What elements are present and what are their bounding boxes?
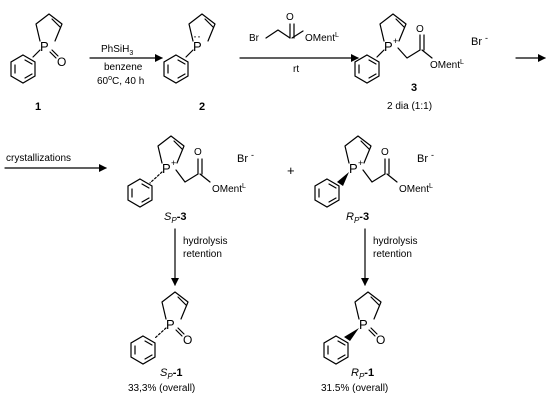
diastereomer-note: 2 dia (1:1) — [387, 101, 432, 112]
crystallization-arrow: crystallizations — [4, 153, 107, 172]
phosphorus-atom: P — [384, 39, 393, 54]
oxygen-atom: O — [57, 55, 66, 69]
reagent-ester: OMentL — [305, 32, 339, 44]
compound-rp-1-label: RP-1 — [351, 367, 374, 381]
hydrolysis-arrow-left: hydrolysis retention — [171, 228, 227, 286]
bromide-anion: Br- — [237, 150, 254, 165]
reagent-phsih3: PhSiH3 — [101, 44, 133, 57]
compound-2-label: 2 — [199, 101, 205, 113]
bromide-anion: Br- — [471, 33, 488, 48]
reagent-br: Br — [249, 33, 260, 44]
phosphorus-atom: P — [166, 317, 175, 332]
oxygen-atom: O — [376, 333, 385, 347]
reaction-arrow-2: Br O OMentL rt — [239, 12, 359, 75]
hydrolysis-arrow-right: hydrolysis retention — [361, 228, 417, 286]
oxygen-atom: O — [381, 147, 389, 158]
compound-rp-3: P + O OMentL Br- RP-3 — [314, 135, 434, 225]
phosphorus-atom: P — [162, 161, 171, 176]
compound-sp-3-label: SP-3 — [164, 211, 186, 225]
oxygen-atom: O — [416, 24, 424, 35]
compound-1-label: 1 — [35, 101, 41, 113]
wedge-bond — [337, 172, 349, 186]
compound-2: P ·· 2 — [163, 13, 216, 113]
phosphorus-atom: P — [349, 161, 358, 176]
compound-rp-1: P O RP-1 31.5% (overall) — [321, 291, 388, 394]
reaction-arrow-1: PhSiH3 benzene 60oC, 40 h — [89, 44, 163, 87]
compound-sp-1: P O SP-1 33,3% (overall) — [128, 291, 195, 394]
sp-1-yield: 33,3% (overall) — [128, 383, 195, 394]
hydrolysis-label: hydrolysis — [373, 236, 417, 247]
temperature-label: 60oC, 40 h — [97, 75, 144, 87]
ester-group: OMentL — [430, 59, 464, 71]
lone-pair: ·· — [193, 29, 201, 43]
compound-3: P + O OMentL Br- 3 2 dia (1:1) — [354, 13, 488, 112]
compound-3-label: 3 — [411, 82, 417, 94]
wedge-bond — [344, 328, 359, 341]
positive-charge: + — [393, 36, 398, 46]
oxygen-atom: O — [194, 147, 202, 158]
condition-rt: rt — [293, 64, 299, 75]
retention-label: retention — [373, 249, 412, 260]
oxygen-atom: O — [183, 333, 192, 347]
solvent-label: benzene — [104, 62, 143, 73]
compound-rp-3-label: RP-3 — [346, 211, 369, 225]
ester-group: OMentL — [212, 183, 246, 195]
retention-label: retention — [183, 249, 222, 260]
plus-sign: + — [287, 163, 295, 178]
ester-group: OMentL — [399, 183, 433, 195]
rp-1-yield: 31.5% (overall) — [321, 383, 388, 394]
crystallization-label: crystallizations — [6, 153, 71, 164]
hydrolysis-label: hydrolysis — [183, 236, 227, 247]
bromide-anion: Br- — [417, 150, 434, 165]
reagent-oxygen: O — [286, 12, 294, 23]
compound-sp-1-label: SP-1 — [160, 367, 182, 381]
compound-1: P O 1 — [10, 13, 66, 113]
positive-charge: + — [358, 158, 363, 168]
positive-charge: + — [171, 158, 176, 168]
phosphorus-atom: P — [193, 39, 202, 54]
phosphorus-atom: P — [40, 39, 49, 54]
compound-sp-3: P + O OMentL Br- SP-3 — [127, 135, 254, 225]
phosphorus-atom: P — [359, 317, 368, 332]
